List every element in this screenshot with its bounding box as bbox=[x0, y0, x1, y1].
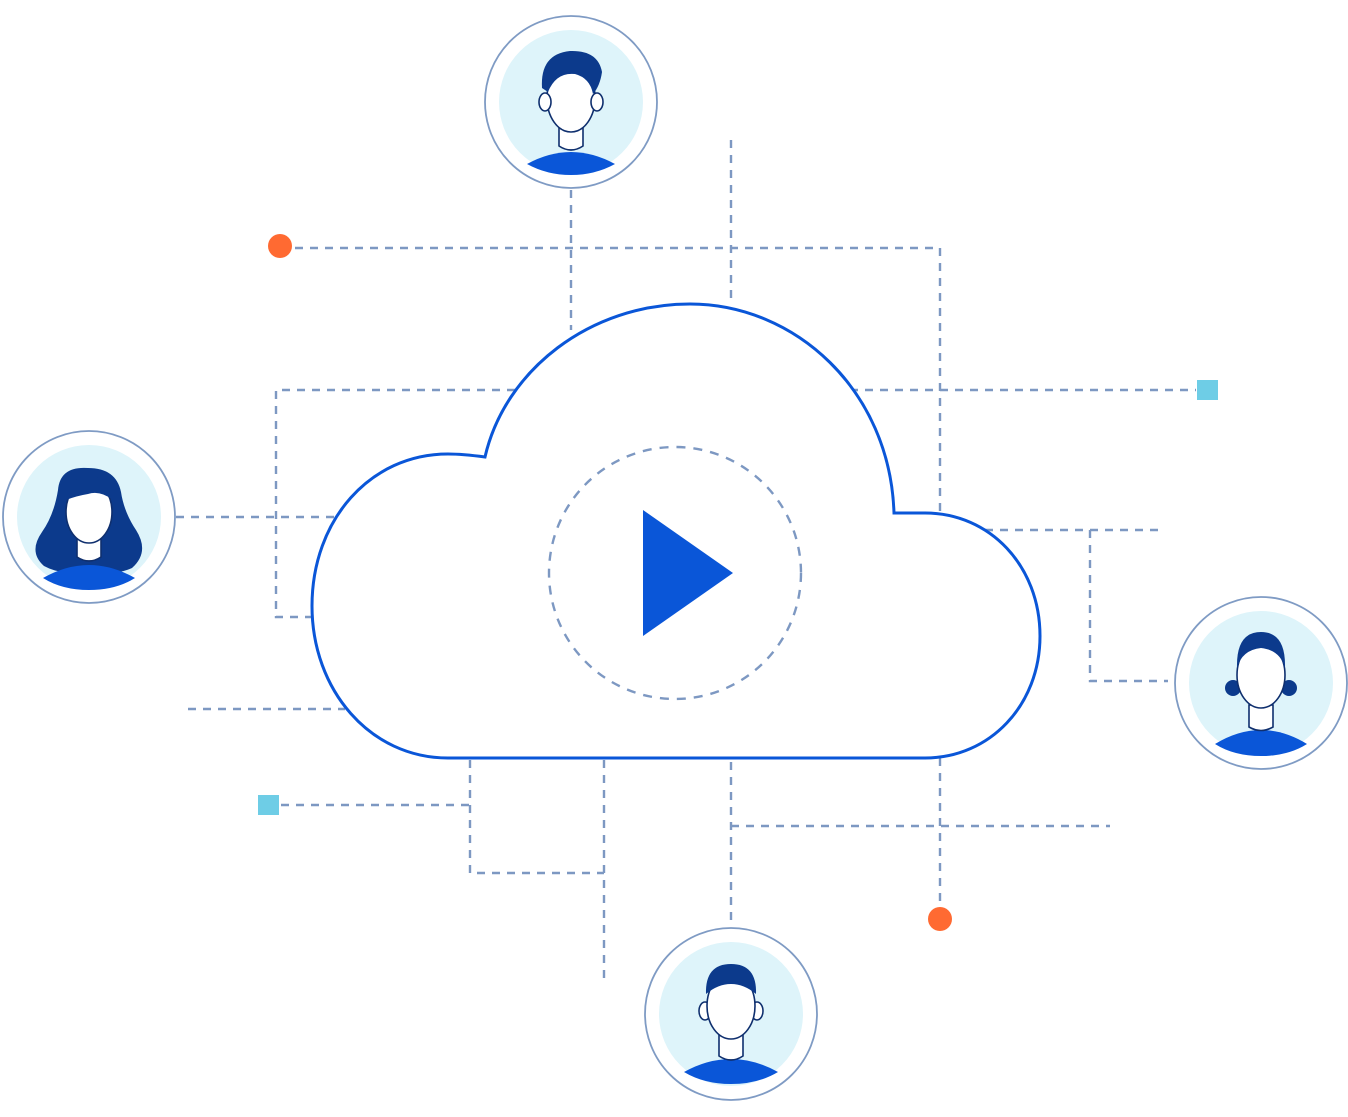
play-icon[interactable] bbox=[643, 510, 733, 636]
cyan-square-marker bbox=[1197, 380, 1218, 400]
orange-dot-marker bbox=[268, 234, 292, 258]
connector-left-bracket bbox=[274, 388, 515, 619]
cloud-icon bbox=[310, 302, 1042, 760]
connector-bottom-center bbox=[729, 762, 1110, 927]
connector-bottom-left-bracket bbox=[281, 760, 606, 978]
user-woman-right-avatar[interactable] bbox=[1174, 596, 1348, 770]
user-man-bottom-avatar[interactable] bbox=[644, 927, 818, 1101]
user-woman-left-avatar[interactable] bbox=[2, 430, 176, 604]
cyan-square-marker bbox=[258, 795, 279, 815]
orange-dot-marker bbox=[928, 907, 952, 931]
connector-right-avatar bbox=[985, 528, 1168, 683]
play-dashed-ring bbox=[547, 445, 803, 701]
connector-top-horizontal bbox=[295, 246, 942, 515]
connector-network bbox=[176, 140, 1196, 978]
user-man-top-avatar[interactable] bbox=[484, 15, 658, 189]
